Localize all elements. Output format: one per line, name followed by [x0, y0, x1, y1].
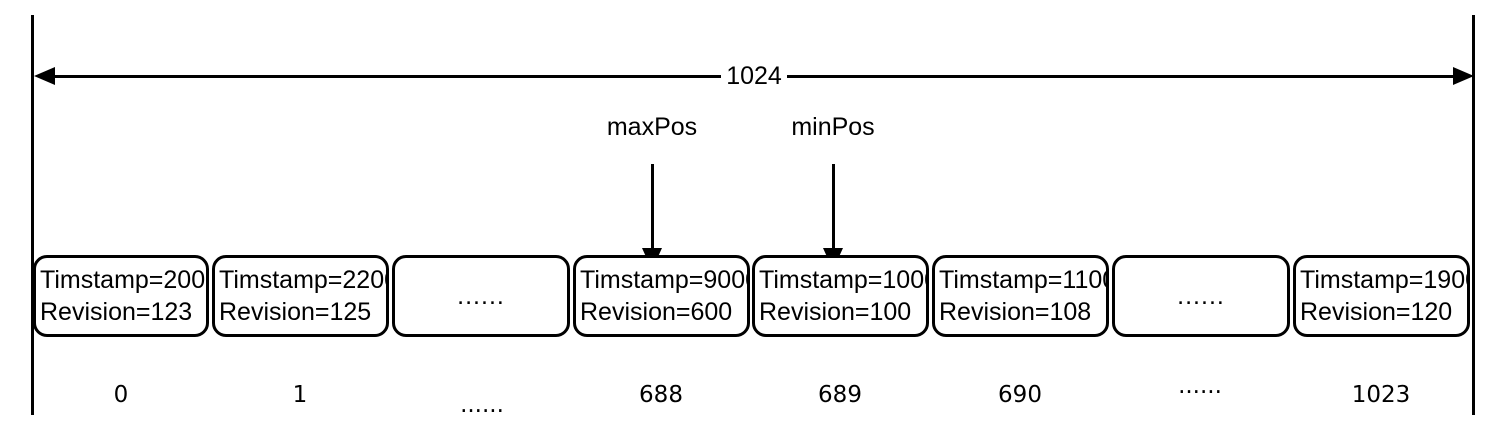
pointer-maxpos-stem	[650, 164, 654, 251]
slot-revision: Revision=120	[1300, 298, 1453, 326]
slot-revision: Revision=125	[219, 298, 372, 326]
slot-ellipsis: ......	[1112, 255, 1290, 337]
right-arrowhead-icon	[1453, 67, 1474, 85]
slot-revision: Revision=100	[759, 298, 912, 326]
slot-timestamp: Timstamp=1900	[1300, 266, 1470, 294]
slot-timestamp: Timstamp=1100	[939, 266, 1109, 294]
slot-index-label: ......	[460, 392, 504, 418]
slot-index-label: 688	[639, 382, 683, 408]
pointer-maxpos-label: maxPos	[606, 113, 698, 141]
pointer-minpos-label: minPos	[791, 113, 875, 141]
slot-index-label: 690	[998, 382, 1042, 408]
slot-index-label: 1	[292, 382, 308, 408]
slot-timestamp: Timstamp=9000	[580, 266, 750, 294]
slot-index-label: 0	[113, 382, 129, 408]
slot-ellipsis-text: ......	[1177, 282, 1225, 310]
slot-timestamp: Timstamp=2200	[219, 266, 389, 294]
slot-index-label: 689	[818, 382, 862, 408]
left-arrowhead-icon	[34, 67, 55, 85]
slot-ellipsis-text: ......	[457, 282, 505, 310]
dimension-line	[34, 67, 1474, 85]
extent-rule-left	[31, 15, 34, 415]
slot-timestamp: Timstamp=2000	[40, 266, 209, 294]
slot-ellipsis: ......	[392, 255, 570, 337]
slot-timestamp: Timstamp=1000	[759, 266, 929, 294]
pointer-minpos-stem	[831, 164, 835, 251]
dimension-bar	[52, 75, 1456, 78]
slot-revision: Revision=108	[939, 298, 1092, 326]
slot-revision: Revision=600	[580, 298, 733, 326]
slot-revision: Revision=123	[40, 298, 193, 326]
extent-rule-right	[1472, 15, 1475, 415]
slot-index-label: 1023	[1351, 382, 1411, 408]
slot-index-label: ......	[1178, 373, 1222, 399]
